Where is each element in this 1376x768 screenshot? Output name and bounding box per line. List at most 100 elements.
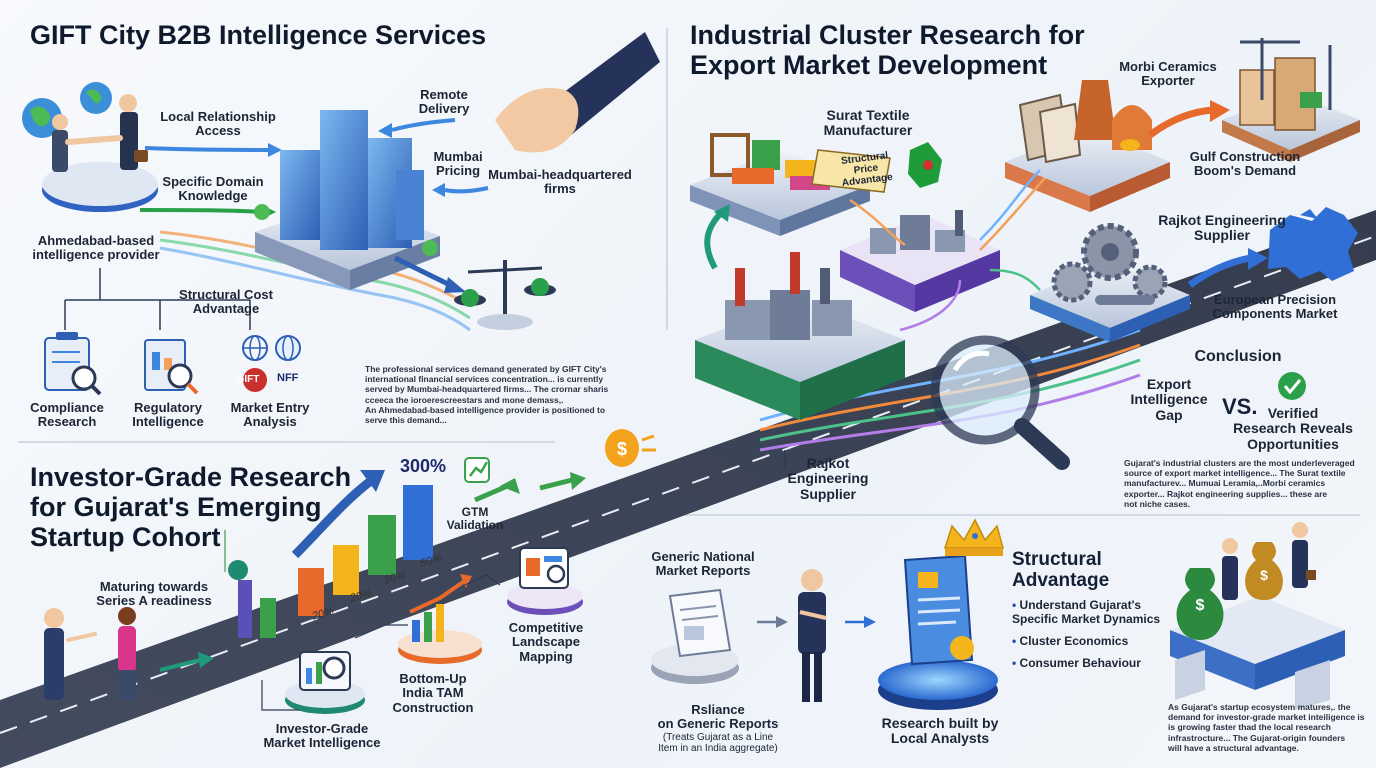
big-percent: 300% [400, 456, 447, 476]
arrow-mumbai-pricing [444, 186, 489, 194]
label-specific-domain: Specific Domain Knowledge [162, 174, 264, 204]
people-discussion-icon [44, 607, 136, 700]
conclusion-vs: VS. [1222, 394, 1258, 419]
arrowhead-icon [360, 470, 385, 492]
label-reliance: Rsliance on Generic Reports [657, 702, 779, 732]
arrowhead-icon [570, 472, 586, 490]
section3-title: Investor-Grade Research for Gujarat's Em… [30, 462, 352, 553]
label-research-local: Research built by Local Analysts [881, 715, 999, 747]
arrow-specific-domain [139, 208, 263, 214]
label-gulf: Gulf Construction Boom's Demand [1189, 149, 1301, 179]
flow-line-orange [979, 177, 1046, 251]
morbi-ceramics-platform-icon [1005, 80, 1170, 212]
surat-textile-platform-icon [690, 133, 942, 236]
dollar-badge-icon [228, 560, 248, 580]
connector-line [464, 574, 501, 586]
gtm-trend-icon [469, 461, 489, 477]
rajkot-gears-platform-icon [1030, 223, 1190, 342]
tam-construction-icon [398, 574, 482, 664]
arrowhead-icon [864, 616, 876, 628]
label-surat: Surat Textile Manufacturer [823, 107, 913, 139]
gift-logo-text: GIFT [236, 374, 260, 385]
label-compliance-research: Compliance Research [30, 400, 104, 430]
market-entry-logos-icon [242, 335, 301, 392]
thinking-man-icon [798, 569, 827, 702]
arrowhead-icon [378, 123, 392, 138]
arrowhead-icon [268, 143, 282, 157]
section1-title: GIFT City B2B Intelligence Services [30, 20, 487, 50]
connector-line [261, 680, 300, 711]
europe-map-icon [1268, 207, 1358, 281]
label-local-relationship: Local Relationship Access [160, 109, 276, 139]
label-ahmedabad-provider: Ahmedabad-based intelligence provider [32, 233, 160, 263]
flow-line-green [989, 268, 1041, 291]
bullet-consumer: Consumer Behaviour [1012, 656, 1141, 670]
label-mumbai-firms: Mumbai-headquartered firms [488, 167, 632, 197]
label-generic-reports: Generic National Market Reports [651, 549, 755, 579]
arrowhead-icon [776, 616, 788, 628]
flow-line-purple [899, 279, 962, 332]
svg-text:$: $ [1196, 597, 1205, 614]
local-research-report-icon [878, 554, 998, 710]
label-european: European Precision Components Market [1212, 292, 1338, 322]
dollar-coin-icon: $ [605, 429, 656, 467]
arrow-remote-delivery [391, 118, 456, 132]
label-morbi: Morbi Ceramics Exporter [1119, 59, 1217, 89]
label-bottom-up: Bottom-Up India TAM Construction [392, 671, 474, 715]
gears-to-europe-arrow [1187, 248, 1268, 288]
arrow-to-scale [393, 255, 452, 288]
factory-hub-icon [840, 210, 1000, 312]
arrowhead-icon [444, 277, 466, 293]
generic-report-icon [651, 588, 739, 684]
growth-arrow-blue [291, 476, 375, 559]
handshake-platform-icon [22, 82, 158, 212]
label-investor-grade: Investor-Grade Market Intelligence [263, 721, 381, 751]
magnifying-glass-icon [930, 335, 1070, 470]
curved-arrow-green [704, 209, 725, 270]
label-market-entry: Market Entry Analysis [230, 400, 310, 430]
label-rajkot-top: Rajkot Engineering Supplier [1158, 212, 1286, 244]
label-structural-price: Structural Price Advantage [840, 150, 894, 189]
remote-delivery-hand-icon [495, 32, 660, 153]
label-gtm-validation: GTM Validation [446, 505, 504, 533]
svg-text:$: $ [617, 439, 627, 459]
conclusion-heading: Conclusion [1194, 348, 1282, 365]
nff-logo-text: NFF [277, 372, 299, 384]
label-maturing: Maturing towards Series A readiness [96, 579, 212, 609]
morbi-to-gulf-arrow [1147, 100, 1230, 138]
label-remote-delivery: Remote Delivery [418, 87, 470, 117]
flow-line-orange [849, 198, 906, 247]
section2-title: Industrial Cluster Research for Export M… [690, 20, 1085, 81]
money-bags-platform-icon: $ $ [1170, 522, 1345, 710]
flow-line-blue [979, 169, 1041, 241]
gulf-construction-icon [1222, 38, 1360, 162]
crown-icon [943, 518, 1004, 556]
label-competitive: Competitive Landscape Mapping [508, 620, 584, 664]
section4-paragraph: As Gujarat's startup ecosystem matures,.… [1168, 702, 1365, 753]
svg-text:$: $ [1260, 567, 1268, 583]
section2-paragraph: Gujarat's industrial clusters are the mo… [1124, 458, 1355, 509]
section1-paragraph: The professional services demand generat… [365, 364, 609, 425]
arrow-local-relationship [144, 146, 269, 152]
arrowhead-icon [432, 183, 445, 197]
arrow-gtm [474, 481, 513, 503]
balance-scale-icon [454, 260, 556, 330]
arrow-teal [159, 658, 201, 672]
investor-grade-icon [285, 651, 365, 714]
connector-line [354, 624, 408, 639]
label-reliance-sub: (Treats Gujarat as a Line Item in an Ind… [658, 732, 778, 754]
arrow-road [539, 477, 573, 491]
check-badge-icon [1278, 372, 1306, 400]
label-mumbai-pricing: Mumbai Pricing [433, 149, 483, 179]
label-structural-cost: Structural Cost Advantage [179, 287, 273, 317]
label-rajkot-bottom: Rajkot Engineering Supplier [787, 455, 869, 502]
compliance-clipboard-icon [44, 332, 102, 396]
arrowhead-icon [714, 204, 730, 222]
competitive-landscape-icon [507, 547, 583, 615]
arrowhead-icon [198, 652, 214, 668]
conclusion-right: Verified Research Reveals Opportunities [1233, 405, 1353, 452]
label-regulatory-intelligence: Regulatory Intelligence [132, 400, 204, 430]
conclusion-left: Export Intelligence Gap [1130, 376, 1208, 423]
